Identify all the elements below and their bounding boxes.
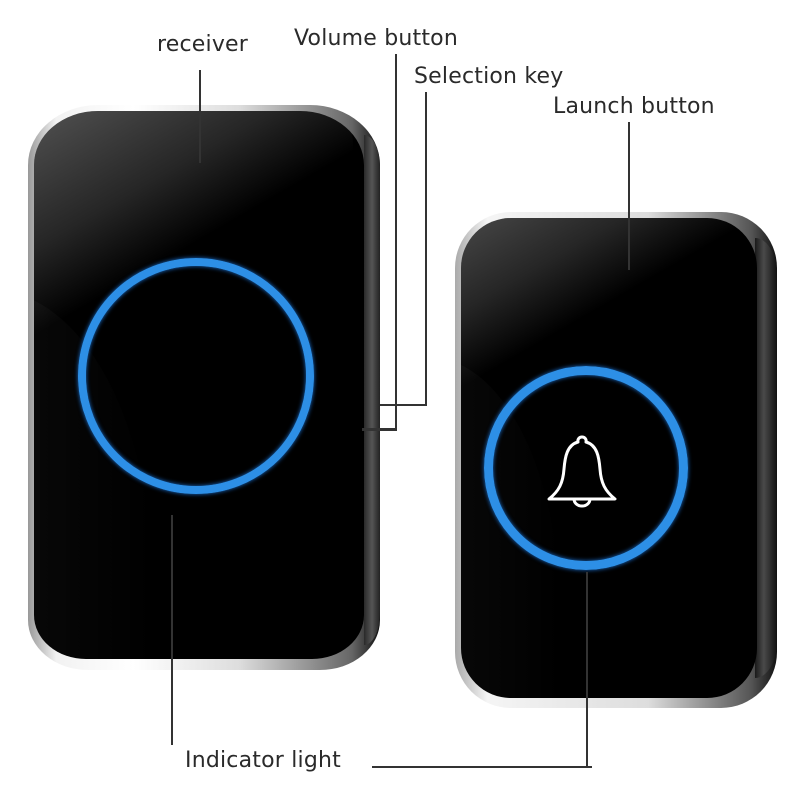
label-receiver: receiver <box>157 32 249 57</box>
launch-button-device <box>455 212 777 708</box>
leader-receiver <box>199 70 201 163</box>
bell-icon <box>547 435 617 508</box>
receiver-device <box>28 105 380 670</box>
launcher-side-edge <box>755 238 777 678</box>
label-launch-button: Launch button <box>553 94 715 119</box>
leader-launch <box>628 122 630 270</box>
leader-selection-vertical <box>425 92 427 406</box>
leader-indicator-horizontal <box>372 766 592 768</box>
leader-indicator-receiver <box>171 515 173 745</box>
leader-volume-horizontal <box>362 428 397 431</box>
leader-volume-vertical <box>395 54 397 430</box>
leader-selection-horizontal <box>380 404 427 406</box>
receiver-face <box>34 111 364 659</box>
label-volume-button: Volume button <box>294 26 458 51</box>
label-selection-key: Selection key <box>414 64 564 89</box>
label-indicator-light: Indicator light <box>185 748 341 773</box>
launcher-indicator-ring <box>484 366 688 570</box>
launcher-face <box>461 218 757 698</box>
receiver-indicator-ring <box>78 258 314 494</box>
receiver-side-edge <box>364 135 380 645</box>
leader-indicator-launcher-vertical <box>586 572 588 768</box>
